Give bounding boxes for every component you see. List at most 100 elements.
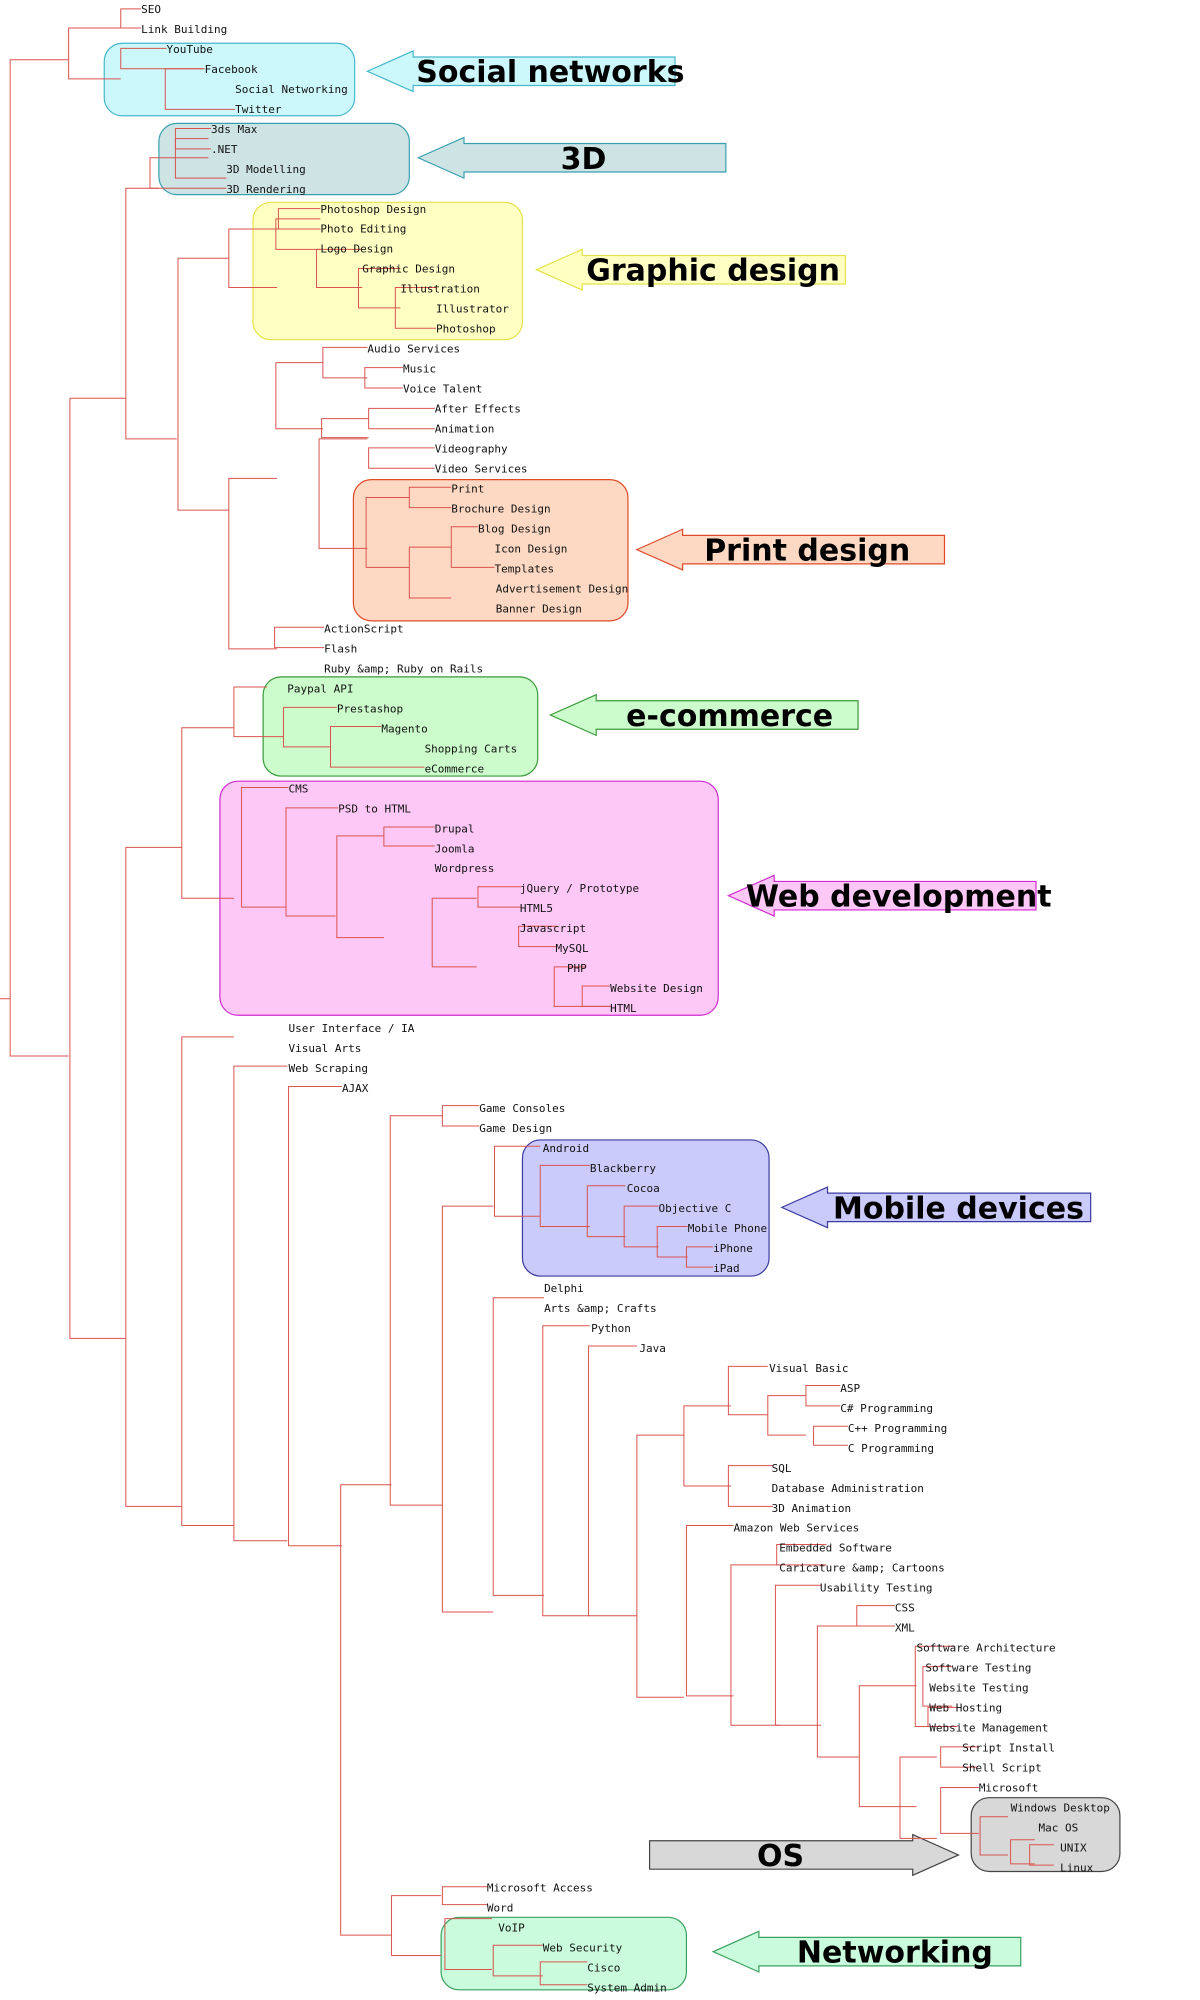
leaf-label-photo-editing: Photo Editing: [320, 223, 406, 236]
branch-18: [368, 407, 435, 430]
branch-26: [318, 438, 368, 549]
arrow-print-design: [635, 528, 946, 571]
branch-14: [228, 228, 279, 289]
leaf-label-iphone: iPhone: [713, 1242, 753, 1255]
leaf-label-python: Python: [591, 1322, 631, 1335]
branch-60: [683, 1405, 731, 1487]
branch-85: [444, 1918, 492, 1970]
leaf-label-prestashop: Prestashop: [337, 702, 403, 715]
leaf-label-html5: HTML5: [520, 902, 553, 915]
group-label-networking: Networking: [797, 1936, 993, 1971]
group-label-3d: 3D: [561, 142, 607, 177]
leaf-label-videography: Videography: [435, 443, 508, 456]
branch-67: [730, 1564, 780, 1726]
arrow-e-commerce: [548, 693, 859, 737]
leaf-label-website-management: Website Management: [929, 1722, 1048, 1735]
highlight-box-networking: [440, 1916, 688, 1991]
branch-74: [922, 1666, 953, 1707]
branch-80: [1010, 1839, 1035, 1865]
leaf-label-magento: Magento: [381, 722, 427, 735]
branch-36: [285, 807, 339, 917]
leaf-label-mysql: MySQL: [556, 942, 589, 955]
leaf-label-print: Print: [451, 483, 484, 496]
leaf-label-objective-c: Objective C: [658, 1202, 731, 1215]
group-label-social-networks: Social networks: [416, 55, 684, 90]
highlight-box-os: [970, 1797, 1121, 1873]
leaf-label-website-design: Website Design: [610, 982, 703, 995]
leaf-label-embedded-software: Embedded Software: [779, 1542, 892, 1555]
branch-48: [389, 1115, 443, 1506]
leaf-label-shell-script: Shell Script: [962, 1762, 1041, 1775]
branch-55: [441, 1205, 494, 1613]
branch-25: [365, 496, 410, 568]
branch-10: [275, 218, 321, 250]
branch-7: [149, 157, 227, 189]
leaf-label-web-scraping: Web Scraping: [289, 1062, 368, 1075]
group-label-graphic-design: Graphic design: [586, 254, 840, 289]
leaf-label-jquery-prototype: jQuery / Prototype: [520, 882, 639, 895]
branch-17: [364, 367, 403, 389]
leaf-label-system-admin: System Admin: [587, 1981, 666, 1994]
leaf-label-flash: Flash: [324, 642, 357, 655]
leaf-label-banner-design: Banner Design: [496, 602, 582, 615]
leaf-label-php: PHP: [567, 962, 587, 975]
leaf-label-twitter: Twitter: [235, 103, 282, 116]
leaf-label-word: Word: [487, 1901, 513, 1914]
leaf-label-photoshop: Photoshop: [436, 323, 496, 336]
leaf-label-joomla: Joomla: [435, 842, 475, 855]
branch-41: [518, 925, 557, 948]
branch-62: [767, 1395, 806, 1436]
leaf-label-3d-animation: 3D Animation: [772, 1502, 851, 1515]
branch-75: [927, 1706, 958, 1727]
leaf-label-voip: VoIP: [498, 1921, 525, 1934]
leaf-label-game-consoles: Game Consoles: [479, 1102, 565, 1115]
branch-2: [164, 68, 236, 110]
leaf-label-css: CSS: [895, 1602, 915, 1615]
branch-51: [586, 1185, 626, 1238]
leaf-label-visual-basic: Visual Basic: [769, 1362, 848, 1375]
branch-15: [177, 257, 229, 511]
branch-66: [685, 1524, 734, 1697]
branch-27: [228, 477, 278, 650]
leaf-label-cocoa: Cocoa: [627, 1182, 660, 1195]
branch-56: [492, 1297, 545, 1596]
arrow-social-networks: [365, 49, 676, 93]
leaf-label-audio-services: Audio Services: [367, 343, 460, 356]
leaf-label-unix: UNIX: [1060, 1842, 1087, 1855]
leaf-label-music: Music: [403, 363, 436, 376]
arrow-3d: [416, 136, 727, 180]
leaf-label-net: .NET: [211, 143, 238, 156]
leaf-label-brochure-design: Brochure Design: [451, 503, 550, 516]
branch-21: [275, 362, 323, 430]
branch-8: [125, 187, 177, 440]
branch-65: [727, 1465, 773, 1507]
branch-45: [233, 1065, 288, 1542]
branch-53: [656, 1225, 688, 1258]
leaf-label-templates: Templates: [494, 562, 554, 575]
leaf-label-illustration: Illustration: [400, 283, 479, 296]
highlight-box-social-networks: [103, 42, 356, 117]
branch-64: [813, 1425, 848, 1446]
group-label-mobile-devices: Mobile devices: [833, 1191, 1084, 1226]
leaf-label-link-building: Link Building: [141, 23, 227, 36]
leaf-label-software-testing: Software Testing: [925, 1662, 1031, 1675]
branch-44: [181, 1036, 234, 1526]
leaf-label-icon-design: Icon Design: [494, 542, 567, 555]
leaf-label-asp: ASP: [840, 1382, 860, 1395]
leaf-label-ruby-and-ruby-on-rails: Ruby &amp; Ruby on Rails: [324, 662, 483, 675]
branch-3: [68, 27, 121, 80]
leaf-label-c-programming: C Programming: [848, 1442, 934, 1455]
leaf-label-web-security: Web Security: [543, 1941, 623, 1954]
branch-69: [774, 1584, 822, 1726]
leaf-label-photoshop-design: Photoshop Design: [320, 203, 426, 216]
leaf-label-arts-and-crafts: Arts &amp; Crafts: [544, 1302, 657, 1315]
leaf-label-facebook: Facebook: [205, 63, 258, 76]
leaf-label-user-interface-ia: User Interface / IA: [289, 1022, 415, 1035]
leaf-label-cisco: Cisco: [587, 1961, 620, 1974]
branch-29: [69, 397, 126, 1339]
branch-76: [899, 1756, 937, 1839]
branch-0: [120, 8, 142, 29]
